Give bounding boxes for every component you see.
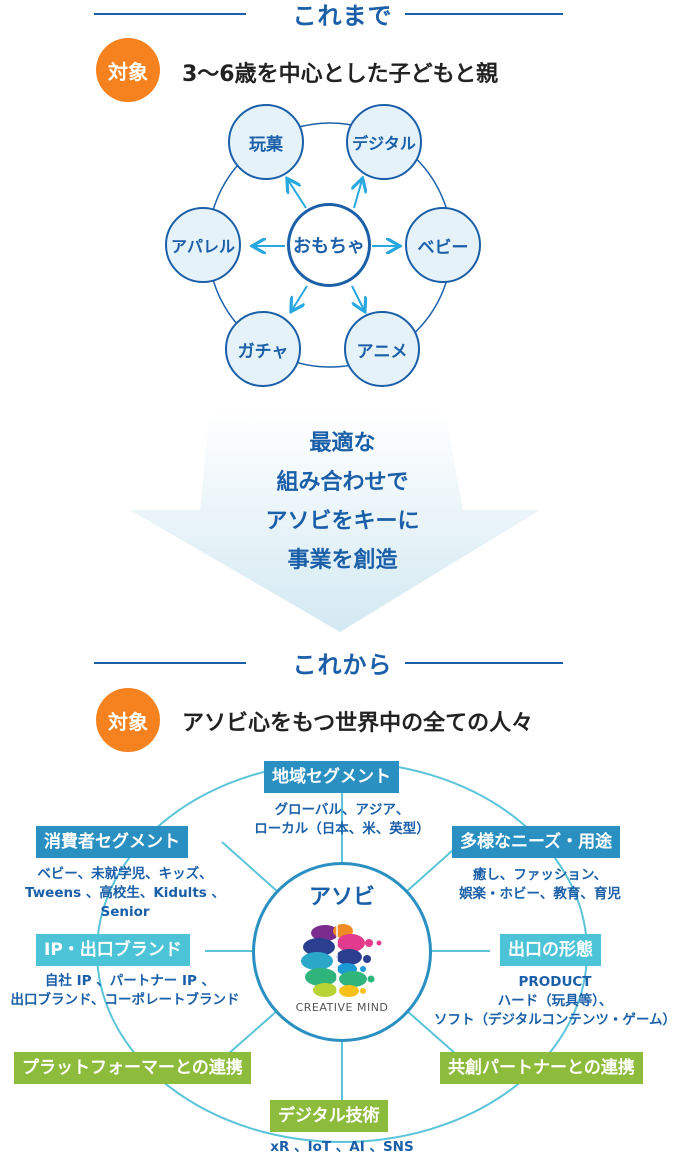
- label-platformers: プラットフォーマーとの連携: [14, 1052, 251, 1084]
- hub-title: アソビ: [308, 885, 375, 910]
- node-baby: ベビー: [405, 207, 481, 283]
- desc-diverse-needs-1: 癒し、ファッション、: [472, 867, 608, 883]
- label-exit-form: 出口の形態: [500, 934, 601, 966]
- node-apparel: アパレル: [165, 207, 241, 283]
- desc-ip-brand-2: 出口ブランド、コーポレートブランド: [10, 992, 240, 1008]
- arrow-to-top-right: [354, 180, 362, 209]
- label-regional-segment: 地域セグメント: [264, 761, 399, 793]
- target-text-before: 3～6歳を中心とした子どもと親: [182, 62, 499, 87]
- transition-line-2: 組み合わせで: [276, 470, 409, 495]
- arrow-to-bottom-left: [292, 285, 308, 310]
- node-gacha: ガチャ: [225, 311, 301, 387]
- desc-consumer-segment-1: ベビー、未就学児、キッズ、: [37, 866, 213, 882]
- label-ip-brand: IP・出口ブランド: [36, 934, 190, 966]
- desc-consumer-segment-3: Senior: [100, 904, 150, 920]
- target-badge-after: 対象: [96, 688, 160, 752]
- transition-line-1: 最適な: [309, 431, 376, 456]
- transition-line-4: 事業を創造: [287, 548, 398, 573]
- label-consumer-segment: 消費者セグメント: [36, 826, 188, 858]
- label-co-creation-partners: 共創パートナーとの連携: [440, 1052, 643, 1084]
- desc-regional-segment-1: グローバル、アジア、: [274, 802, 410, 818]
- section-title-after: これから: [292, 651, 393, 679]
- label-digital-technology: デジタル技術: [270, 1100, 388, 1132]
- heading-rule-right-2: [405, 662, 563, 664]
- arrow-to-top-left: [288, 180, 307, 209]
- desc-diverse-needs-2: 娯楽・ホビー、教育、育児: [459, 886, 621, 902]
- asobi-hub: アソビ CREATIVE MIND: [252, 862, 432, 1042]
- desc-exit-form-2: ハード（玩具等）、: [497, 993, 613, 1009]
- desc-regional-segment-2: ローカル（日本、米、英型）: [254, 821, 430, 837]
- node-anime: アニメ: [344, 311, 420, 387]
- heading-rule-left-2: [94, 662, 246, 664]
- node-digital: デジタル: [346, 104, 422, 180]
- center-node-toys: おもちゃ: [287, 203, 371, 287]
- node-snacks: 玩菓: [228, 104, 304, 180]
- creative-mind-logo: [301, 923, 382, 997]
- desc-consumer-segment-2: Tweens 、高校生、Kidults 、: [24, 885, 226, 901]
- desc-exit-form-1: PRODUCT: [518, 974, 592, 990]
- transition-line-3: アソビをキーに: [265, 509, 420, 534]
- heading-rule-right: [405, 13, 563, 15]
- transition-arrow: [130, 410, 540, 632]
- hub-logo-text: CREATIVE MIND: [295, 1001, 389, 1014]
- target-badge-before: 対象: [96, 38, 160, 102]
- connector-top-left: [221, 841, 279, 893]
- label-diverse-needs: 多様なニーズ・用途: [452, 826, 621, 858]
- desc-digital-technology: xR 、IoT 、AI 、SNS: [270, 1139, 414, 1155]
- arrow-to-bottom-right: [351, 285, 364, 310]
- section-title-before: これまで: [292, 2, 393, 30]
- desc-exit-form-3: ソフト（デジタルコンテンツ・ゲーム）: [433, 1012, 677, 1028]
- heading-rule-left: [94, 13, 246, 15]
- desc-ip-brand-1: 自社 IP 、パートナー IP 、: [44, 973, 216, 989]
- target-text-after: アソビ心をもつ世界中の全ての人々: [182, 711, 534, 736]
